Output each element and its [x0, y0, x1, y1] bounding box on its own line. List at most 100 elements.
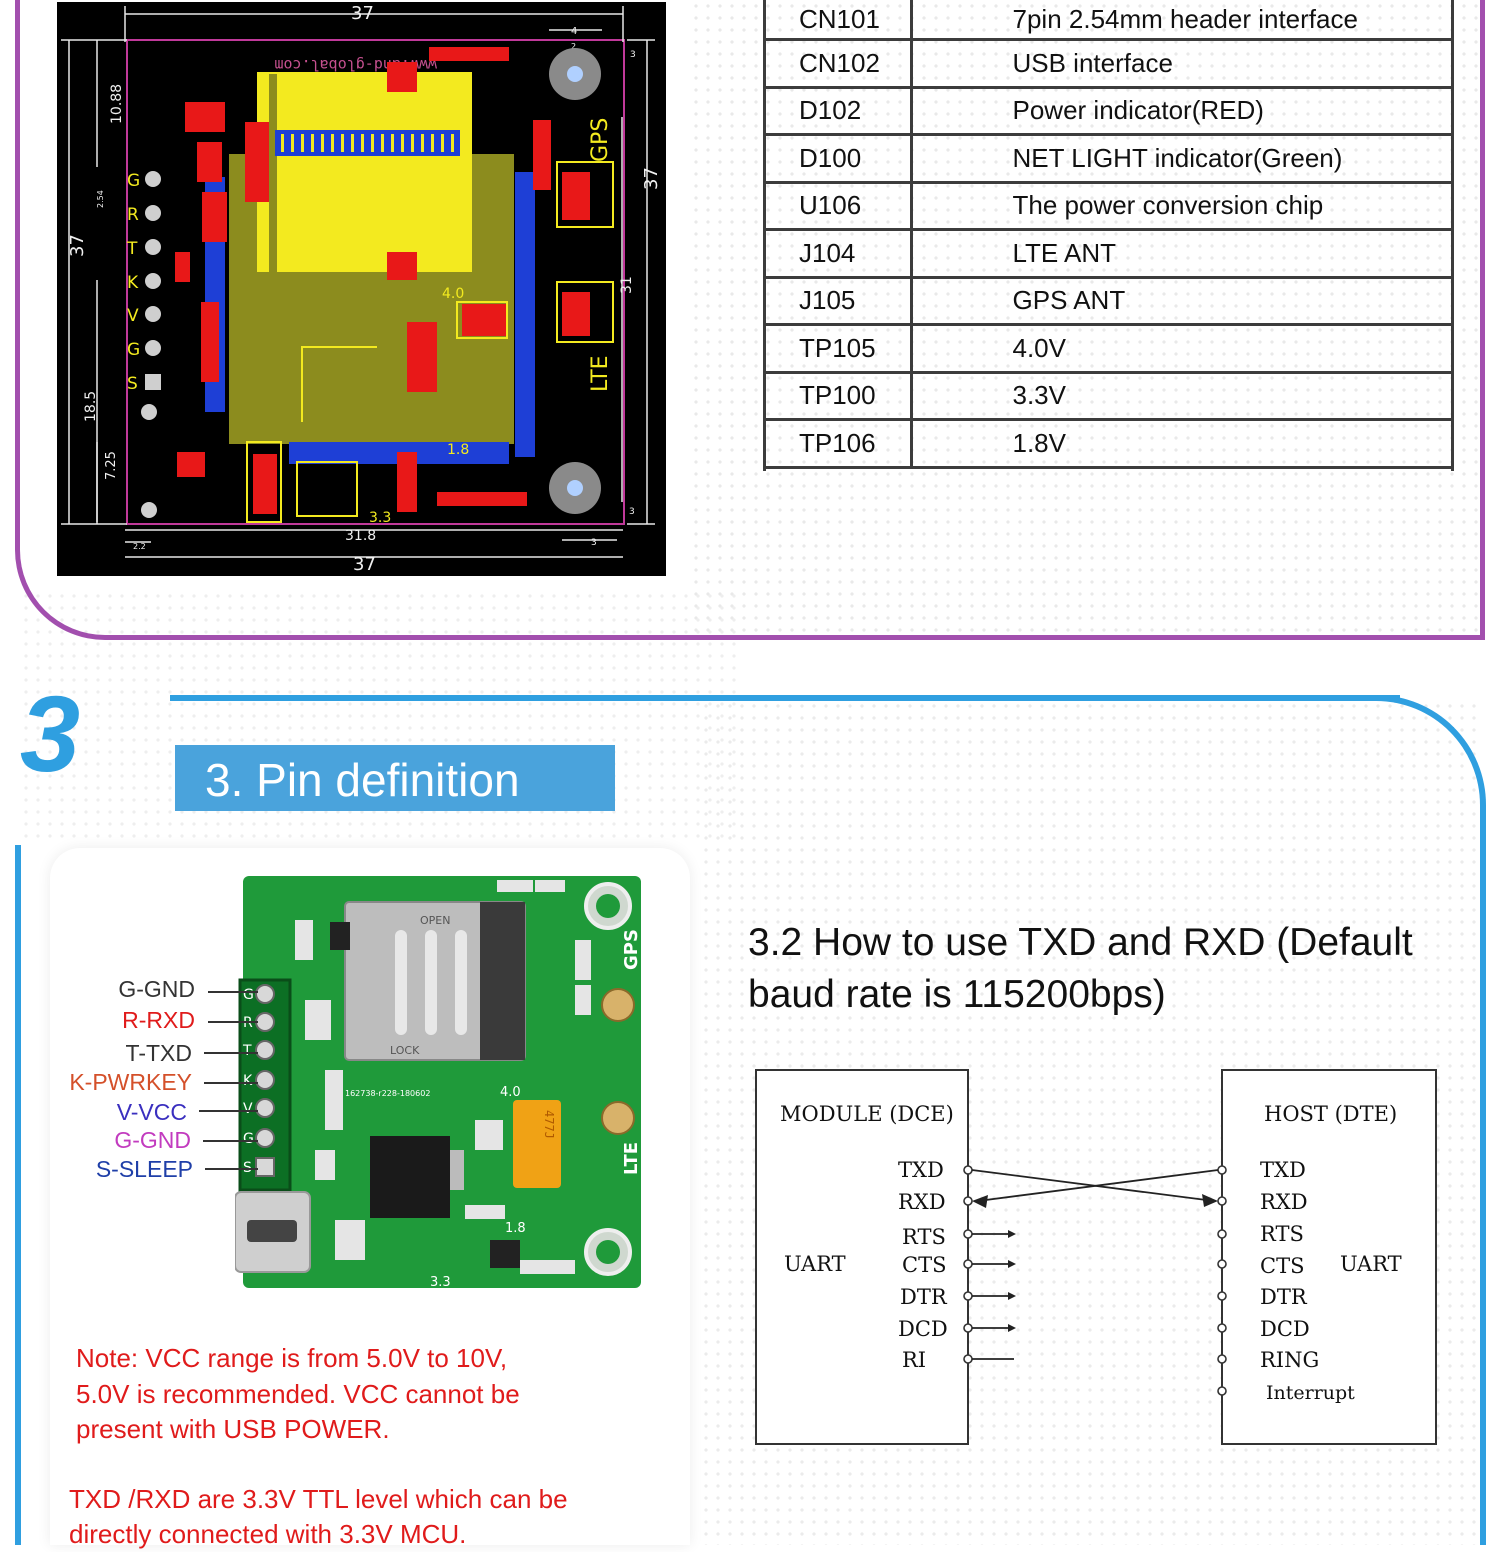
module-signal-txd: TXD: [898, 1158, 944, 1182]
board-pin-t: T: [242, 1043, 252, 1059]
module-signal-dcd: DCD: [898, 1317, 948, 1341]
host-signal-interrupt: Interrupt: [1266, 1382, 1355, 1404]
usage-heading: 3.2 How to use TXD and RXD (Default baud…: [748, 921, 1413, 1016]
pin-label-gnd2: G-GND: [114, 1127, 191, 1153]
module-title: MODULE (DCE): [780, 1102, 954, 1126]
dim-top: 37: [351, 3, 374, 24]
desc-cell: 3.3V: [911, 372, 1454, 421]
dim-bottom-small-right: 3: [591, 538, 597, 548]
host-signal-dcd: DCD: [1260, 1317, 1310, 1341]
module-box: [755, 1069, 969, 1445]
board-pin-k: K: [243, 1073, 253, 1089]
pcb-v18-label: 1.8: [447, 442, 469, 458]
module-signal-rts: RTS: [902, 1225, 946, 1249]
dim-top-small: 4: [571, 26, 577, 37]
board-part-no: 162738-r228-180602: [345, 1089, 430, 1098]
dim-top-inner: 2: [571, 42, 576, 51]
board-v40-label: 4.0: [500, 1085, 521, 1100]
ref-cell: TP100: [763, 372, 913, 421]
desc-cell: 7pin 2.54mm header interface: [911, 0, 1454, 41]
pcb-pin-v: V: [127, 306, 139, 326]
board-lte-label: LTE: [621, 1142, 642, 1175]
board-open-label: OPEN: [420, 914, 450, 927]
board-lock-label: LOCK: [390, 1044, 420, 1057]
host-title: HOST (DTE): [1264, 1102, 1397, 1126]
section-frame-blue-left: [15, 845, 21, 1545]
dim-lower-left: 18.5: [83, 391, 99, 422]
note-ttl-line1: TXD /RXD are 3.3V TTL level which can be: [69, 1484, 568, 1514]
note-vcc-line1: Note: VCC range is from 5.0V to 10V,: [76, 1343, 508, 1373]
note-vcc-line3: present with USB POWER.: [76, 1414, 390, 1444]
pcb-pin-k: K: [127, 273, 139, 293]
module-signal-rxd: RXD: [898, 1190, 946, 1214]
host-signal-rxd: RXD: [1260, 1190, 1308, 1214]
desc-cell: The power conversion chip: [911, 182, 1454, 231]
desc-cell: 4.0V: [911, 324, 1454, 374]
board-pin-v: V: [243, 1101, 253, 1117]
section-frame-blue-right: [1480, 830, 1486, 1545]
dim-bottom: 37: [353, 554, 376, 575]
section-frame-purple: [15, 0, 1485, 640]
pcb-pin-g2: G: [127, 340, 140, 360]
section-title: 3. Pin definition: [205, 754, 520, 806]
board-cap-label: 477J: [542, 1110, 556, 1139]
pin-leader-line: [208, 1021, 258, 1023]
pcb-pin-s: S: [127, 374, 138, 394]
board-photo: G R T K V G S OPEN LOCK GPS LTE 477J: [235, 876, 642, 1290]
ref-cell: TP105: [763, 324, 913, 374]
board-v33-label: 3.3: [430, 1275, 451, 1290]
dim-pitch: 2.54: [96, 190, 105, 208]
host-signal-cts: CTS: [1260, 1254, 1304, 1278]
host-box: [1221, 1069, 1437, 1445]
host-signal-rts: RTS: [1260, 1222, 1304, 1246]
uart-connection-diagram: MODULE (DCE) HOST (DTE) UART UART TXD RX…: [755, 1069, 1437, 1445]
dim-bottom-left: 7.25: [104, 451, 119, 480]
section-title-bar: [175, 745, 615, 811]
desc-cell: GPS ANT: [911, 277, 1454, 326]
dim-left-tall: 37: [67, 234, 88, 257]
pcb-pin-g: G: [127, 171, 140, 191]
ref-cell: D100: [763, 134, 913, 184]
pin-label-vcc: V-VCC: [116, 1099, 187, 1125]
dim-bottom-inner: 31.8: [345, 528, 376, 544]
module-signal-ri: RI: [902, 1348, 926, 1372]
desc-cell: NET LIGHT indicator(Green): [911, 134, 1454, 184]
desc-cell: Power indicator(RED): [911, 87, 1454, 136]
dim-right-mid: 31: [619, 276, 635, 294]
board-pin-r: R: [243, 1015, 253, 1031]
ref-cell: J105: [763, 277, 913, 326]
board-pin-g: G: [243, 987, 254, 1003]
dim-right-small: 3: [630, 50, 636, 60]
note-vcc-line2: 5.0V is recommended. VCC cannot be: [76, 1379, 520, 1409]
pin-leader-line: [204, 1082, 258, 1084]
pin-leader-line: [199, 1110, 258, 1112]
dim-bottom-small-left: 2.2: [133, 542, 146, 551]
pcb-v33-label: 3.3: [369, 510, 391, 526]
ref-cell: CN102: [763, 39, 913, 89]
pin-leader-line: [208, 991, 258, 993]
pin-leader-line: [205, 1168, 258, 1170]
board-pin-g2: G: [243, 1131, 254, 1147]
pcb-pin-r: R: [127, 205, 139, 225]
dim-upper-left: 10.88: [109, 84, 125, 124]
host-signal-txd: TXD: [1260, 1158, 1306, 1182]
pin-label-gnd: G-GND: [118, 976, 195, 1002]
pin-label-pwrkey: K-PWRKEY: [69, 1069, 192, 1095]
pcb-gps-label: GPS: [588, 118, 613, 162]
ref-cell: U106: [763, 182, 913, 231]
ref-cell: TP106: [763, 419, 913, 469]
pcb-v40-label: 4.0: [442, 286, 464, 302]
board-v18-label: 1.8: [505, 1221, 526, 1236]
section-frame-blue-top: [170, 695, 1400, 701]
ref-cell: D102: [763, 87, 913, 136]
